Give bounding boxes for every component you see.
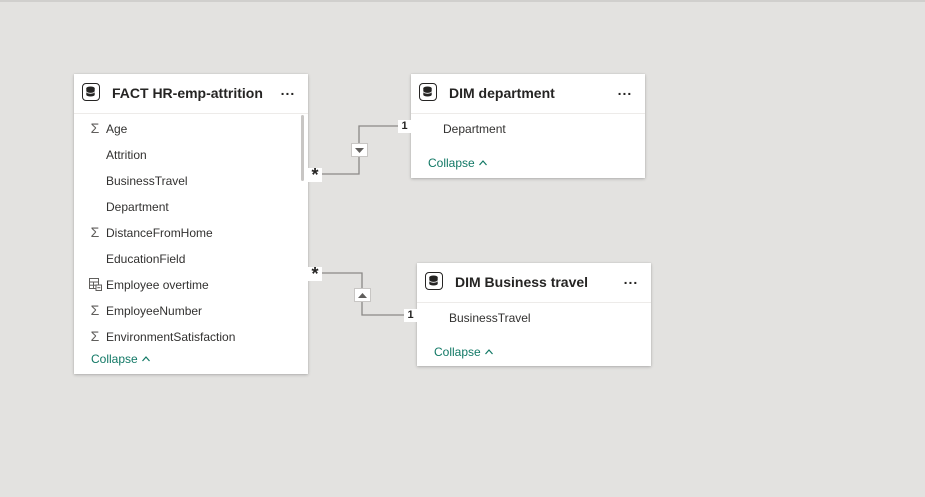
database-icon [419, 83, 437, 101]
collapse-label: Collapse [91, 352, 138, 366]
cardinality-many-marker[interactable]: * [308, 265, 322, 283]
field-label: EnvironmentSatisfaction [106, 330, 236, 344]
field-label: DistanceFromHome [106, 226, 213, 240]
field-label: Attrition [106, 148, 147, 162]
field-row[interactable]: BusinessTravel [74, 167, 300, 193]
cardinality-one-marker[interactable]: 1 [404, 309, 417, 322]
table-title: DIM Business travel [455, 274, 589, 290]
table-card-header[interactable]: DIM Business travel ... [417, 263, 651, 303]
filter-direction-marker[interactable] [351, 143, 368, 157]
field-label: EducationField [106, 252, 186, 266]
sigma-icon: Σ [90, 120, 100, 136]
field-row[interactable]: Attrition [74, 141, 300, 167]
chevron-up-icon [478, 160, 487, 166]
scrollbar-thumb[interactable] [301, 115, 304, 181]
canvas-top-border [0, 0, 925, 2]
field-row[interactable]: Σ EnvironmentSatisfaction [74, 323, 300, 349]
field-label: EmployeeNumber [106, 304, 203, 318]
table-card-dim-business-travel[interactable]: DIM Business travel ... BusinessTravel C… [417, 263, 651, 366]
cardinality-many-marker[interactable]: * [308, 166, 322, 184]
more-options-button[interactable]: ... [280, 82, 296, 98]
field-row[interactable]: Σ Age [74, 115, 300, 141]
cardinality-one-marker[interactable]: 1 [398, 120, 411, 133]
more-options-button[interactable]: ... [617, 82, 633, 98]
filter-direction-marker[interactable] [354, 288, 371, 302]
collapse-button[interactable]: Collapse [434, 345, 493, 359]
chevron-up-icon [484, 349, 493, 355]
table-card-dim-department[interactable]: DIM department ... Department Collapse [411, 74, 645, 178]
collapse-label: Collapse [434, 345, 481, 359]
collapse-button[interactable]: Collapse [91, 352, 150, 366]
field-row[interactable]: Employee overtime [74, 271, 300, 297]
field-label: Employee overtime [106, 278, 209, 292]
field-row[interactable]: Department [74, 193, 300, 219]
database-icon [425, 272, 443, 290]
table-card-header[interactable]: DIM department ... [411, 74, 645, 114]
table-title: FACT HR-emp-attrition [112, 85, 263, 101]
field-label: Age [106, 122, 128, 136]
sigma-icon: Σ [90, 224, 100, 240]
sigma-icon: Σ [90, 328, 100, 344]
field-row[interactable]: EducationField [74, 245, 300, 271]
triangle-up-icon [358, 293, 367, 298]
collapse-button[interactable]: Collapse [428, 156, 487, 170]
field-label: Department [106, 200, 169, 214]
chevron-up-icon [141, 356, 150, 362]
collapse-label: Collapse [428, 156, 475, 170]
triangle-down-icon [355, 148, 364, 153]
table-card-header[interactable]: FACT HR-emp-attrition ... [74, 74, 308, 114]
field-row[interactable]: Σ EmployeeNumber [74, 297, 300, 323]
field-label: BusinessTravel [106, 174, 188, 188]
field-businesstravel[interactable]: BusinessTravel [449, 311, 531, 325]
sigma-icon: Σ [90, 302, 100, 318]
calculated-column-icon [88, 277, 102, 291]
table-title: DIM department [449, 85, 555, 101]
field-row[interactable]: Σ DistanceFromHome [74, 219, 300, 245]
more-options-button[interactable]: ... [623, 271, 639, 287]
field-department[interactable]: Department [443, 122, 506, 136]
database-icon [82, 83, 100, 101]
